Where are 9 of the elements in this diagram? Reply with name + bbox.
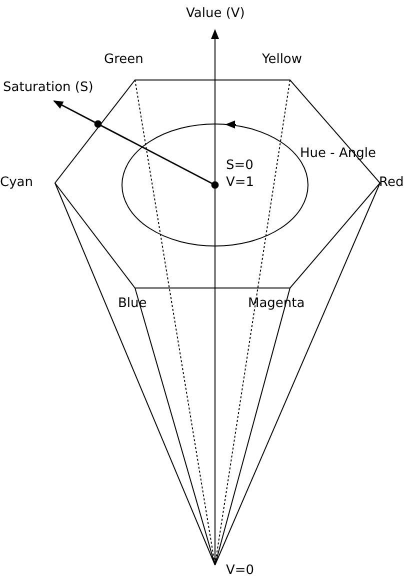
axis-label: Saturation (S) xyxy=(3,80,94,95)
vertex-label: Yellow xyxy=(262,52,302,67)
value-label: S=0 xyxy=(226,158,254,173)
value-label: V=0 xyxy=(226,563,254,578)
vertex-label: Green xyxy=(104,52,144,67)
value-label: V=1 xyxy=(226,175,254,190)
vertex-label: Red xyxy=(379,175,404,190)
axis-label: Value (V) xyxy=(186,6,245,21)
vertex-label: Cyan xyxy=(0,175,33,190)
